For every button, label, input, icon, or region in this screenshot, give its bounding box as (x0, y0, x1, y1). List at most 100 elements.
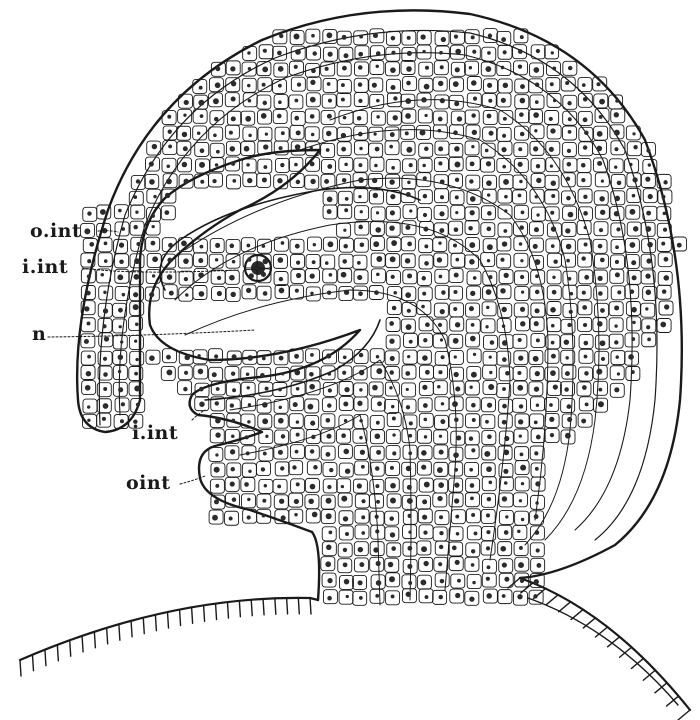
cell-nucleus (455, 322, 460, 327)
cell-nucleus (614, 112, 619, 117)
cell-nucleus (440, 338, 443, 341)
cell-nucleus (487, 259, 490, 262)
cell-nucleus (504, 530, 509, 535)
cell-nucleus (484, 451, 490, 457)
cell-nucleus (311, 34, 315, 38)
cell-nucleus (455, 515, 459, 519)
cell-nucleus (215, 163, 218, 166)
cell-nucleus (535, 259, 541, 265)
cell-nucleus (390, 532, 395, 537)
cell-nucleus (359, 436, 363, 440)
cell-nucleus (375, 227, 381, 233)
cell-nucleus (391, 595, 395, 599)
cell-nucleus (391, 51, 395, 55)
cell-nucleus (631, 260, 636, 265)
cell-nucleus (648, 163, 651, 166)
cell-nucleus (534, 227, 539, 232)
cell-nucleus (471, 513, 475, 517)
cell-nucleus (390, 210, 395, 215)
cell-nucleus (438, 323, 442, 327)
cell-nucleus (438, 81, 443, 86)
cell-nucleus (310, 80, 315, 85)
cell-nucleus (375, 594, 379, 598)
cell-nucleus (518, 355, 523, 360)
cell-nucleus (361, 515, 365, 519)
cell-nucleus (440, 195, 444, 199)
cell-nucleus (470, 196, 476, 202)
cell-nucleus (469, 306, 474, 311)
cell-nucleus (424, 418, 428, 422)
cell-nucleus (409, 209, 412, 212)
cell-nucleus (552, 276, 555, 279)
cell-nucleus (389, 516, 394, 521)
cell-nucleus (663, 228, 667, 232)
cell-nucleus (440, 419, 445, 424)
cell-nucleus (567, 404, 572, 409)
cell-nucleus (358, 65, 363, 70)
cell-nucleus (470, 483, 475, 488)
cell-nucleus (550, 307, 556, 313)
cell-nucleus (152, 144, 157, 149)
cell-nucleus (501, 66, 505, 70)
cell-nucleus (471, 35, 475, 39)
cell-nucleus (487, 83, 492, 88)
cell-nucleus (406, 66, 412, 72)
cell-nucleus (279, 277, 283, 281)
cell-nucleus (326, 545, 332, 551)
cell-nucleus (517, 530, 520, 533)
cell-nucleus (118, 308, 123, 313)
cell-nucleus (486, 466, 492, 472)
cell-nucleus (454, 468, 458, 472)
cell-nucleus (406, 405, 410, 409)
cell-nucleus (308, 499, 313, 504)
cell-nucleus (439, 435, 442, 438)
cell-nucleus (294, 163, 298, 167)
cell-nucleus (469, 242, 475, 248)
cell-nucleus (296, 180, 301, 185)
cell-nucleus (358, 82, 363, 87)
cell-nucleus (198, 258, 203, 263)
cell-nucleus (409, 421, 413, 425)
cell-nucleus (168, 129, 172, 133)
cell-nucleus (292, 465, 296, 469)
cell-nucleus (566, 244, 572, 250)
cell-nucleus (376, 51, 381, 56)
cell-nucleus (344, 208, 348, 212)
cell-nucleus (135, 211, 138, 214)
cell-nucleus (199, 291, 205, 297)
cell-nucleus (122, 293, 126, 297)
cell-nucleus (663, 275, 669, 281)
cell-nucleus (583, 211, 588, 216)
cell-nucleus (341, 433, 346, 438)
cell-nucleus (230, 449, 235, 454)
cell-nucleus (389, 321, 394, 326)
cell-nucleus (454, 355, 457, 358)
hatch-tick (192, 607, 193, 623)
cell-nucleus (134, 258, 140, 264)
cell-nucleus (376, 500, 380, 504)
cell-nucleus (361, 499, 365, 503)
cell-nucleus (600, 258, 605, 263)
cell-nucleus (550, 164, 553, 167)
cell-nucleus (310, 146, 313, 149)
cell-nucleus (215, 432, 220, 437)
cell-nucleus (134, 274, 140, 280)
cell-nucleus (631, 337, 635, 341)
cell-nucleus (568, 66, 572, 70)
cell-nucleus (311, 68, 316, 73)
cell-nucleus (120, 340, 123, 343)
cell-nucleus (438, 370, 442, 374)
cell-nucleus (183, 258, 189, 264)
hatch-tick (32, 655, 33, 671)
cell-nucleus (439, 450, 444, 455)
cell-nucleus (136, 179, 140, 183)
cell-nucleus (549, 417, 554, 422)
cell-nucleus (341, 272, 347, 278)
cell-nucleus (327, 578, 332, 583)
cell-nucleus (85, 385, 91, 391)
hatch-tick (678, 710, 690, 720)
cell-nucleus (232, 179, 236, 183)
hatch-tick (94, 632, 95, 648)
cell-nucleus (134, 385, 140, 391)
